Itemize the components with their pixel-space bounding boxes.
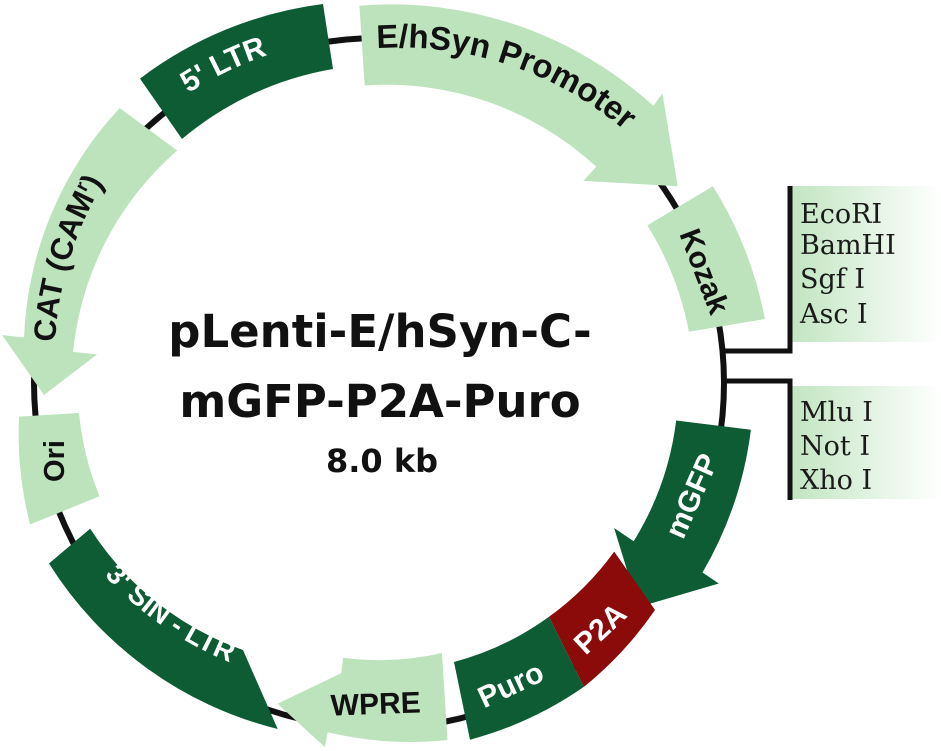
site-noti: Not I bbox=[800, 431, 870, 462]
site-panel-lower bbox=[788, 386, 941, 499]
feature-ltr5 bbox=[140, 4, 333, 139]
feature-puro bbox=[454, 616, 584, 740]
site-ecori: EcoRI bbox=[800, 199, 882, 230]
label-wpre: WPRE bbox=[330, 686, 421, 722]
site-bamhi: BamHI bbox=[800, 230, 896, 261]
site-sgfi: Sgf I bbox=[800, 264, 865, 295]
feature-cat bbox=[2, 108, 178, 395]
feature-sin-ltr bbox=[49, 528, 278, 729]
label-ori: Ori bbox=[39, 440, 71, 482]
plasmid-size: 8.0 kb bbox=[326, 442, 438, 480]
feature-promoter bbox=[359, 4, 678, 187]
mcs-line-lower bbox=[722, 378, 793, 500]
feature-wpre bbox=[277, 653, 448, 748]
site-asci: Asc I bbox=[799, 299, 868, 330]
mcs-line-upper bbox=[722, 186, 793, 354]
feature-mgfp bbox=[614, 420, 751, 608]
site-panel-upper bbox=[788, 186, 941, 342]
feature-p2a bbox=[549, 551, 655, 687]
site-xhoi: Xho I bbox=[800, 465, 872, 496]
plasmid-title-line2: mGFP-P2A-Puro bbox=[179, 375, 580, 428]
plasmid-title-line1: pLenti-E/hSyn-C- bbox=[168, 305, 591, 358]
feature-ori bbox=[18, 413, 100, 525]
feature-kozak bbox=[647, 186, 765, 332]
site-mlui: Mlu I bbox=[800, 397, 873, 428]
